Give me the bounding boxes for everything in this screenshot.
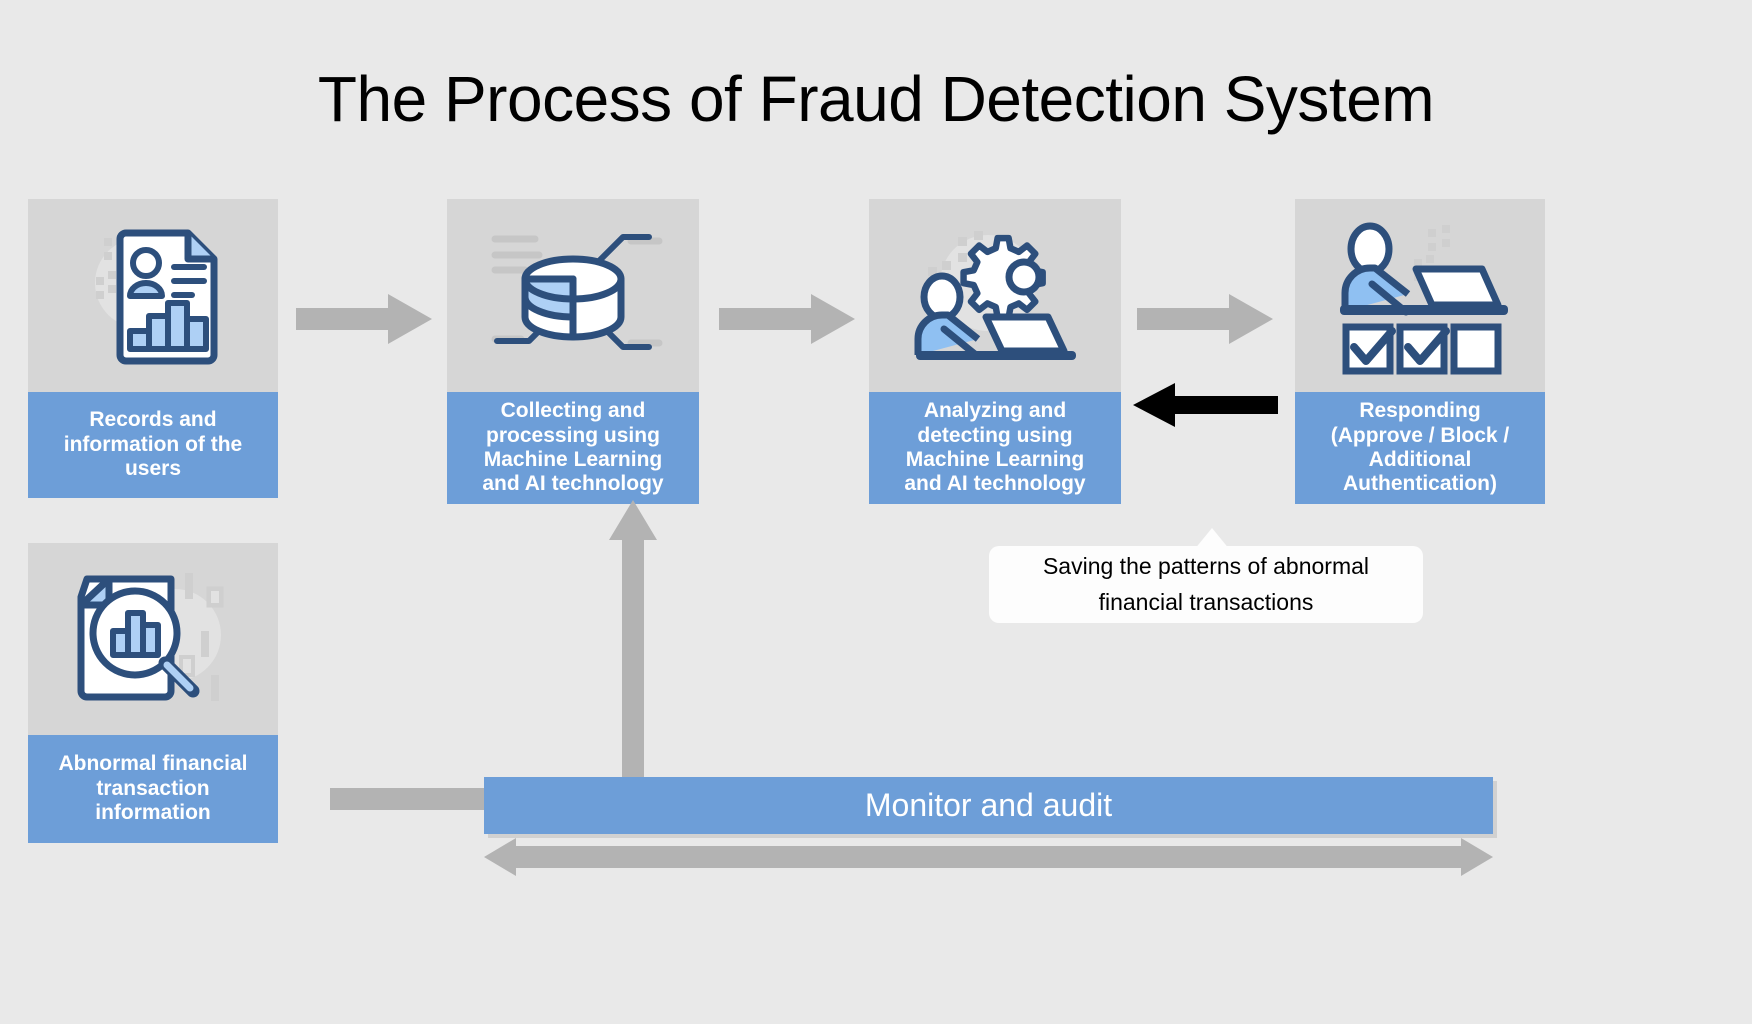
user-record-document-icon [95,229,218,364]
card-responding-label-line-1: Responding [1359,399,1481,423]
card-abnormal-label: Abnormal financial transaction informati… [28,735,278,843]
card-responding-label-line-2: (Approve / Block / [1330,423,1510,447]
card-collecting-label-line-3: Machine Learning [483,448,663,471]
page-title: The Process of Fraud Detection System [317,63,1435,135]
card-analyzing-label-line-2: detecting using [917,423,1073,447]
card-analyzing-and-detecting[interactable]: Analyzing and detecting using Machine Le… [869,199,1121,504]
card-abnormal-label-line-1: Abnormal financial [58,752,248,776]
card-records-icon-pane [28,199,278,392]
callout-tail-icon [1194,528,1230,550]
arrow-records-to-collecting [296,294,432,344]
card-collecting-and-processing[interactable]: Collecting and processing using Machine … [447,199,699,504]
card-responding-label-line-3: Additional [1368,448,1472,471]
arrow-responding-to-analyzing-feedback [1133,383,1278,427]
card-abnormal-label-line-3: information [95,801,211,825]
callout-line-2: financial transactions [1098,588,1314,615]
callout-line-1: Saving the patterns of abnormal [1042,552,1370,579]
card-collecting-icon-pane [447,199,699,392]
arrow-monitor-and-audit-span [484,838,1493,876]
card-abnormal-label-line-2: transaction [96,776,210,800]
saving-patterns-callout: Saving the patterns of abnormal financia… [989,528,1423,623]
card-analyzing-label-line-4: and AI technology [904,472,1086,496]
card-responding-label-line-4: Authentication) [1343,472,1497,496]
data-pie-chart-processing-icon [491,233,663,350]
monitor-and-audit-label: Monitor and audit [864,787,1113,823]
card-analyzing-label-line-3: Machine Learning [905,448,1085,471]
card-records-label-line-3: users [124,457,182,481]
card-records-label-line-1: Records and [89,408,217,432]
callout-body: Saving the patterns of abnormal financia… [989,546,1423,623]
card-abnormal-icon-pane [28,543,278,735]
card-records-and-information[interactable]: Records and information of the users [28,199,278,498]
card-collecting-label: Collecting and processing using Machine … [447,392,699,504]
document-magnifier-chart-icon [77,572,224,701]
arrow-collecting-to-analyzing [719,294,855,344]
card-responding[interactable]: Responding (Approve / Block / Additional… [1295,199,1545,504]
card-analyzing-label-line-1: Analyzing and [923,399,1067,423]
card-responding-icon-pane [1295,199,1545,392]
card-records-label-line-2: information of the [63,432,243,456]
card-collecting-label-line-4: and AI technology [482,472,664,496]
card-collecting-label-line-1: Collecting and [500,399,646,423]
arrow-analyzing-to-responding [1137,294,1273,344]
card-analyzing-icon-pane [869,199,1121,392]
person-laptop-gear-analysis-icon [914,230,1076,360]
card-responding-label: Responding (Approve / Block / Additional… [1295,392,1545,504]
card-analyzing-label: Analyzing and detecting using Machine Le… [869,392,1121,504]
card-collecting-label-line-2: processing using [486,423,660,447]
person-laptop-checklist-icon [1339,222,1508,374]
monitor-and-audit-bar[interactable]: Monitor and audit [484,777,1493,834]
card-abnormal-financial-transaction[interactable]: Abnormal financial transaction informati… [28,543,278,843]
card-records-label: Records and information of the users [28,392,278,498]
